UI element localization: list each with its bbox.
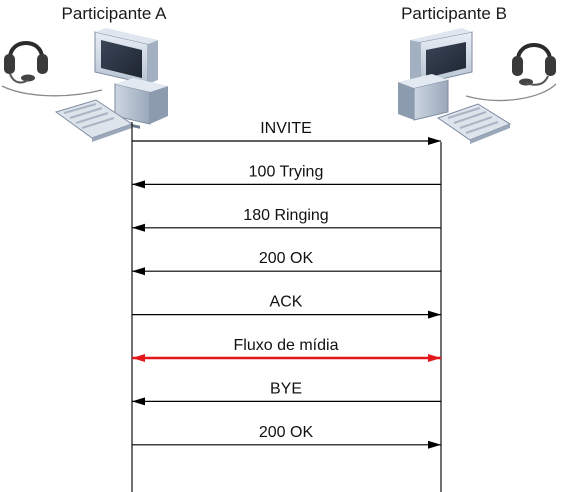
participant-b-illustration: [398, 28, 556, 144]
message-label: 200 OK: [259, 424, 314, 441]
arrowhead-right: [428, 441, 441, 449]
arrowhead-right: [428, 311, 441, 319]
computer-icon: [398, 28, 472, 120]
arrowhead-left: [132, 180, 145, 188]
keyboard-icon: [438, 104, 510, 144]
messages: INVITE 100 Trying 180 Ringing 200 OK ACK Flux…: [132, 120, 441, 449]
message-6: Fluxo de mídia: [132, 337, 441, 362]
participant-a-illustration: [2, 28, 168, 142]
message-label: INVITE: [260, 120, 312, 137]
message-7: BYE: [132, 380, 441, 405]
arrowhead-right: [428, 354, 441, 362]
arrowhead-left: [132, 397, 145, 405]
message-label: ACK: [270, 294, 303, 311]
arrowhead-left: [132, 267, 145, 275]
arrowhead-left: [132, 354, 145, 362]
message-4: 200 OK: [132, 250, 441, 275]
arrowhead-left: [132, 224, 145, 232]
message-1: INVITE: [132, 120, 441, 145]
message-label: 100 Trying: [249, 163, 324, 180]
message-label: 180 Ringing: [243, 207, 328, 224]
message-2: 100 Trying: [132, 163, 441, 188]
message-8: 200 OK: [132, 424, 441, 449]
headset-icon: [2, 43, 102, 96]
message-label: Fluxo de mídia: [234, 337, 339, 354]
message-5: ACK: [132, 294, 441, 319]
message-label: BYE: [270, 380, 302, 397]
arrowhead-right: [428, 137, 441, 145]
headset-icon: [466, 45, 556, 100]
message-label: 200 OK: [259, 250, 314, 267]
message-3: 180 Ringing: [132, 207, 441, 232]
